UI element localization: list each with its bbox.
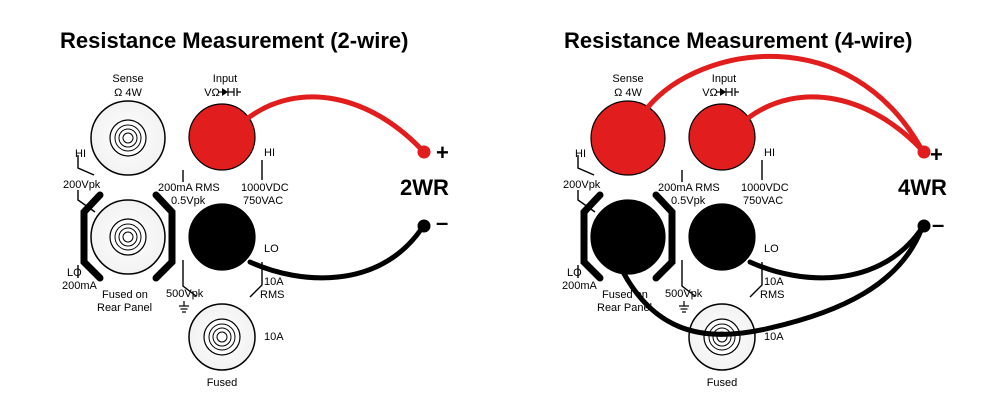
shroud-bracket-left xyxy=(580,191,604,282)
shroud-bracket-left xyxy=(80,191,104,282)
shroud-bracket-right xyxy=(652,191,676,282)
panel-2wire: Resistance Measurement (2-wire) Sense Ω … xyxy=(60,28,449,389)
current-10a-jack[interactable] xyxy=(688,303,756,371)
ground-voltage-rating: 500Vpk xyxy=(665,288,703,300)
plus-sign: + xyxy=(436,140,449,165)
burden-voltage: 0.5Vpk xyxy=(671,195,706,207)
fused-label: Fused xyxy=(207,377,238,389)
bracket-line xyxy=(577,155,595,176)
fuse-note-line1: Fused on xyxy=(102,289,148,301)
input-hi-jack[interactable] xyxy=(188,103,256,171)
sense-hi-jack[interactable] xyxy=(90,100,166,176)
shroud-bracket-right xyxy=(152,191,176,282)
minus-sign: – xyxy=(932,212,944,237)
ground-icon xyxy=(179,301,189,313)
input-mode-label: VΩ xyxy=(702,87,718,99)
red-test-lead xyxy=(245,94,425,153)
sense-mode-label: Ω 4W xyxy=(614,87,642,99)
current-jack-label: 10A xyxy=(264,331,284,343)
input-label: Input xyxy=(213,73,237,85)
sense-lo-label: LO xyxy=(567,267,582,279)
plus-terminal xyxy=(917,145,931,159)
fuse-note-line1: Fused on xyxy=(602,289,648,301)
mode-label: 2WR xyxy=(400,175,449,200)
current-10a-jack[interactable] xyxy=(188,303,256,371)
bracket-line xyxy=(681,260,696,297)
sense-voltage-rating: 200Vpk xyxy=(63,179,101,191)
bracket-line xyxy=(182,260,197,297)
sense-lo-jack[interactable] xyxy=(90,199,166,275)
sense-hi-jack[interactable] xyxy=(590,100,666,176)
bracket-line xyxy=(249,262,263,298)
sense-mode-label: Ω 4W xyxy=(114,87,142,99)
input-hi-jack[interactable] xyxy=(688,103,756,171)
sense-label: Sense xyxy=(112,73,143,85)
black-input-lead xyxy=(747,225,925,281)
sense-lo-label: LO xyxy=(67,267,82,279)
current-rms-rating-line1: 10A xyxy=(764,276,784,288)
input-hi-label: HI xyxy=(264,147,275,159)
burden-voltage: 0.5Vpk xyxy=(171,195,206,207)
black-test-lead xyxy=(247,225,425,281)
current-rms-rating-line1: 10A xyxy=(264,276,284,288)
input-lo-jack[interactable] xyxy=(688,203,756,271)
current-rating: 200mA RMS xyxy=(158,182,220,194)
input-lo-jack[interactable] xyxy=(188,203,256,271)
input-hi-label: HI xyxy=(764,147,775,159)
sense-current-rating: 200mA xyxy=(62,280,98,292)
sense-hi-label: HI xyxy=(575,148,586,160)
current-rating: 200mA RMS xyxy=(658,182,720,194)
input-label: Input xyxy=(712,73,736,85)
panel-title: Resistance Measurement (2-wire) xyxy=(60,28,408,53)
black-sense-lead xyxy=(615,225,925,337)
minus-terminal xyxy=(917,219,931,233)
sense-current-rating: 200mA xyxy=(562,280,598,292)
current-rms-rating-line2: RMS xyxy=(260,289,284,301)
dc-voltage-rating: 1000VDC xyxy=(741,182,789,194)
red-input-lead xyxy=(745,94,925,153)
mode-label: 4WR xyxy=(898,175,947,200)
input-lo-label: LO xyxy=(764,243,779,255)
diode-capacitor-icon xyxy=(219,88,241,96)
plus-terminal xyxy=(417,145,431,159)
panel-title: Resistance Measurement (4-wire) xyxy=(564,28,912,53)
diode-capacitor-icon xyxy=(717,88,739,96)
current-jack-label: 10A xyxy=(764,331,784,343)
ground-icon xyxy=(679,301,689,313)
plus-sign: + xyxy=(930,142,943,167)
ac-voltage-rating: 750VAC xyxy=(743,195,783,207)
ac-voltage-rating: 750VAC xyxy=(243,195,283,207)
sense-voltage-rating: 200Vpk xyxy=(563,179,601,191)
minus-terminal xyxy=(417,219,431,233)
red-sense-lead xyxy=(645,54,925,153)
input-mode-label: VΩ xyxy=(204,87,220,99)
sense-label: Sense xyxy=(612,73,643,85)
bracket-line xyxy=(749,262,763,298)
fused-label: Fused xyxy=(707,377,738,389)
ground-voltage-rating: 500Vpk xyxy=(166,288,204,300)
minus-sign: – xyxy=(436,210,448,235)
panel-4wire: Resistance Measurement (4-wire) Sense Ω … xyxy=(562,28,947,389)
sense-lo-jack[interactable] xyxy=(590,199,666,275)
sense-hi-label: HI xyxy=(75,148,86,160)
input-lo-label: LO xyxy=(264,243,279,255)
bracket-line xyxy=(77,155,95,176)
dc-voltage-rating: 1000VDC xyxy=(241,182,289,194)
fuse-note-line2: Rear Panel xyxy=(97,302,152,314)
current-rms-rating-line2: RMS xyxy=(760,289,784,301)
fuse-note-line2: Rear Panel xyxy=(597,302,652,314)
